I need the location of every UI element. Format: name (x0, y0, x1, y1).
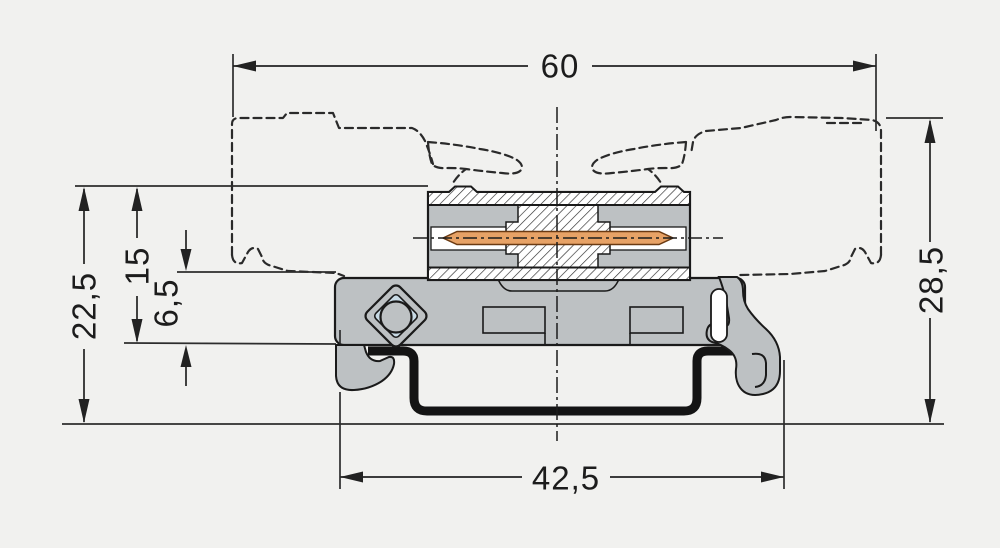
mating-connector-foot-right (738, 246, 883, 277)
arrow-425-left (340, 471, 363, 483)
dim-label-bottom-rail-width: 42,5 (532, 460, 600, 497)
arrow-285-up (924, 119, 936, 143)
arrow-225-up (78, 187, 90, 211)
arrow-60-right (853, 60, 876, 72)
mating-connector-foot-left (230, 246, 346, 278)
clip-foot-right-ridge (751, 352, 767, 388)
arrow-65-down (180, 249, 192, 271)
housing-bottom-band (427, 266, 691, 281)
carrier-window-right (629, 306, 684, 334)
dim-label-top-width: 60 (541, 48, 580, 85)
arrow-225-down (78, 399, 90, 423)
arrow-15-down (131, 319, 143, 343)
carrier-window-left (482, 306, 546, 334)
clip-foot-right-slot (710, 288, 728, 343)
arrow-425-right (761, 471, 784, 483)
arrow-285-down (924, 399, 936, 423)
dim-label-left-height-gap: 6,5 (148, 279, 185, 328)
dim-label-left-height-upper: 15 (119, 247, 156, 286)
arrow-65-up (180, 345, 192, 367)
dim-label-right-height: 28,5 (913, 246, 950, 314)
arrow-60-left (233, 60, 256, 72)
mating-connector-latch-left (426, 140, 523, 185)
dim-label-left-height-total: 22,5 (66, 272, 103, 340)
din-rail (368, 346, 738, 416)
ref-line-gap-bottom (123, 342, 337, 345)
housing-top-band (427, 185, 691, 206)
carrier-recess (497, 278, 620, 292)
mating-connector-latch-right (591, 140, 688, 185)
arrow-15-up (131, 187, 143, 211)
clip-foot-left (335, 344, 396, 392)
marker-circle (379, 300, 413, 334)
mating-connector-outline-right (689, 115, 883, 257)
marker-diamond (364, 284, 428, 348)
